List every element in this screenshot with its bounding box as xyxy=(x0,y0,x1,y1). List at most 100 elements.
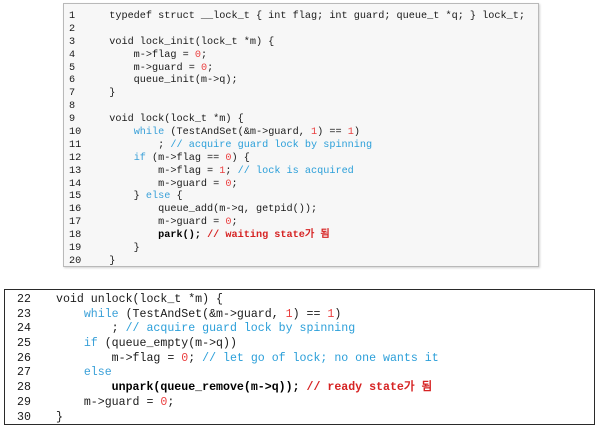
line-number: 11 xyxy=(69,139,82,151)
code-token xyxy=(97,230,158,241)
line-number: 15 xyxy=(69,191,82,203)
code-token: m->guard = xyxy=(97,217,226,229)
code-line: 7 } xyxy=(64,88,538,101)
code-line: 9 void lock(lock_t *m) { xyxy=(64,114,538,127)
code-token: void lock_init(lock_t *m) { xyxy=(97,36,275,48)
code-line: 23 while (TestAndSet(&m->guard, 1) == 1) xyxy=(5,308,594,323)
line-number: 14 xyxy=(69,178,82,190)
code-line: 6 queue_init(m->q); xyxy=(64,75,538,88)
code-token: m->flag = xyxy=(97,165,220,177)
code-line: 5 m->guard = 0; xyxy=(64,63,538,76)
line-number: 28 xyxy=(17,381,31,395)
code-token: 1 xyxy=(327,307,335,321)
code-token: 0 xyxy=(225,178,232,190)
line-number: 12 xyxy=(69,152,82,164)
code-token: } xyxy=(97,255,116,267)
code-listing-top: 1 typedef struct __lock_t { int flag; in… xyxy=(63,3,539,267)
code-line: 12 if (m->flag == 0) { xyxy=(64,153,538,166)
code-token: } xyxy=(97,191,146,203)
code-token: 0 xyxy=(160,395,168,409)
line-number: 26 xyxy=(17,351,31,365)
code-token: // ready state가 됨 xyxy=(306,381,433,395)
code-token: ; xyxy=(231,178,238,190)
code-line: 15 } else { xyxy=(64,191,538,204)
code-token: ; xyxy=(56,322,126,336)
code-token: ) { xyxy=(231,152,250,164)
code-line: 3 void lock_init(lock_t *m) { xyxy=(64,37,538,50)
code-token: park(); xyxy=(158,230,208,242)
code-line: 28 unpark(queue_remove(m->q)); // ready … xyxy=(5,381,594,396)
code-line: 22 void unlock(lock_t *m) { xyxy=(5,293,594,308)
code-token: ; xyxy=(207,62,214,74)
line-number: 22 xyxy=(17,293,31,306)
code-line: 11 ; // acquire guard lock by spinning xyxy=(64,140,538,153)
line-number: 19 xyxy=(69,243,82,255)
code-listing-bottom: 22 void unlock(lock_t *m) { 23 while (Test… xyxy=(4,289,595,425)
line-number: 5 xyxy=(69,62,76,74)
code-token: 1 xyxy=(311,127,318,139)
code-token: (TestAndSet(&m->guard, xyxy=(164,127,311,139)
line-number: 2 xyxy=(69,23,76,35)
code-token: while xyxy=(83,307,119,321)
code-token: else xyxy=(145,191,171,203)
code-token: m->flag = xyxy=(56,351,182,365)
code-token: queue_init(m->q); xyxy=(97,75,238,87)
line-number: 23 xyxy=(17,307,31,321)
code-token: // waiting state가 됨 xyxy=(207,230,330,242)
code-line: 2 xyxy=(64,24,538,37)
code-line: 30} xyxy=(5,410,594,425)
line-number: 8 xyxy=(69,101,76,113)
code-token: m->flag = xyxy=(97,49,195,61)
code-token: queue_add(m->q, getpid()); xyxy=(97,204,318,216)
code-token: void lock(lock_t *m) { xyxy=(97,114,244,126)
line-number: 17 xyxy=(69,217,82,229)
code-token xyxy=(56,366,84,379)
code-token: ; xyxy=(167,395,175,409)
code-token: if xyxy=(83,337,98,351)
code-token xyxy=(97,127,134,138)
code-token: ) xyxy=(353,127,360,139)
line-number: 18 xyxy=(69,230,82,242)
line-number: 30 xyxy=(17,410,31,424)
code-line: 4 m->flag = 0; xyxy=(64,50,538,63)
line-number: 3 xyxy=(69,36,76,48)
code-token: void unlock(lock_t *m) { xyxy=(56,293,223,306)
code-line: 19 } xyxy=(64,243,538,256)
code-token: ) == xyxy=(317,127,348,139)
code-line: 1 typedef struct __lock_t { int flag; in… xyxy=(64,11,538,24)
code-token: 1 xyxy=(347,127,354,139)
line-number: 16 xyxy=(69,204,82,216)
code-token: ; xyxy=(97,139,171,151)
code-token: // lock is acquired xyxy=(237,165,354,177)
line-number: 29 xyxy=(17,395,31,409)
code-token: else xyxy=(83,366,112,380)
line-number: 13 xyxy=(69,165,82,177)
code-token: } xyxy=(56,410,63,424)
line-number: 9 xyxy=(69,114,76,126)
code-line: 8 xyxy=(64,101,538,114)
code-line: 29 m->guard = 0; xyxy=(5,396,594,411)
code-token: unpark(queue_remove(m->q)); xyxy=(111,381,307,395)
code-token xyxy=(56,381,112,394)
code-token: 0 xyxy=(181,351,189,365)
code-token: // acquire guard lock by spinning xyxy=(125,322,356,336)
code-token xyxy=(56,308,84,321)
code-token: { xyxy=(170,191,183,203)
code-token: ; xyxy=(200,49,208,61)
code-line: 20 } xyxy=(64,255,538,267)
code-token: if xyxy=(133,152,146,164)
code-token: ) == xyxy=(292,307,328,321)
code-token: (queue_empty(m->q)) xyxy=(97,337,237,351)
line-number: 10 xyxy=(69,127,82,139)
line-number: 7 xyxy=(69,88,76,100)
code-token: while xyxy=(133,127,165,139)
code-token xyxy=(56,337,84,350)
code-token: 1 xyxy=(219,165,226,177)
code-token: ; xyxy=(188,351,203,365)
line-number: 20 xyxy=(69,255,82,267)
code-line: 13 m->flag = 1; // lock is acquired xyxy=(64,166,538,179)
code-line: 26 m->flag = 0; // let go of lock; no on… xyxy=(5,352,594,367)
code-token: // acquire guard lock by spinning xyxy=(170,139,373,151)
code-token: typedef struct __lock_t { int flag; int … xyxy=(97,11,525,22)
code-token: m->guard = xyxy=(97,62,201,74)
